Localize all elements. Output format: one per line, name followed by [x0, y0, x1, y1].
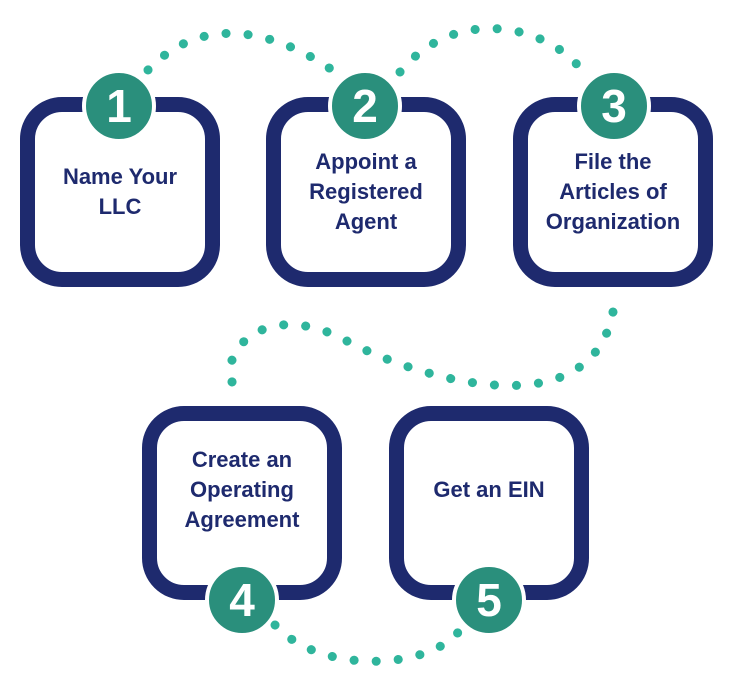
step-1-label: Name Your LLC: [62, 164, 178, 219]
step-4-label: Create an Operating Agreement: [184, 447, 300, 532]
step-2-number-badge: 2: [328, 69, 402, 143]
connector-3-to-4: [225, 307, 618, 397]
step-5-number-badge: 5: [452, 563, 526, 637]
step-3-number-badge: 3: [577, 69, 651, 143]
step-1-number-badge: 1: [82, 69, 156, 143]
step-5-label: Get an EIN: [433, 477, 545, 502]
connector-1-to-2: [143, 28, 340, 77]
connector-2-to-3: [395, 24, 585, 77]
step-4-number-badge: 4: [205, 563, 279, 637]
step-1-box: Name Your LLC: [20, 97, 220, 287]
step-4-box: Create an Operating Agreement: [142, 406, 342, 600]
connector-4-to-5: [270, 620, 465, 666]
step-3-label: File the Articles of Organization: [545, 149, 681, 234]
step-3-box: File the Articles of Organization: [513, 97, 713, 287]
step-2-label: Appoint a Registered Agent: [309, 149, 423, 234]
